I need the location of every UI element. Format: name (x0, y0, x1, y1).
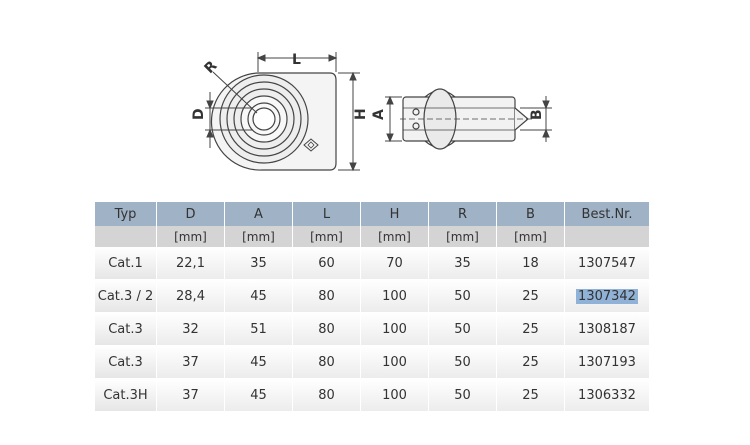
cell-d: 32 (157, 313, 225, 346)
cell-h: 70 (361, 247, 429, 280)
table-row: Cat.1 22,1 35 60 70 35 18 1307547 (95, 247, 649, 280)
unit-cell: [mm] (429, 226, 497, 247)
cell-a: 35 (225, 247, 293, 280)
front-view (210, 71, 337, 171)
cell-r: 50 (429, 313, 497, 346)
table-row: Cat.3 37 45 80 100 50 25 1307193 (95, 346, 649, 379)
unit-cell (95, 226, 157, 247)
table-header-row: Typ D A L H R B Best.Nr. (95, 202, 649, 226)
technical-drawing: R L D H A B (191, 52, 552, 172)
unit-cell: [mm] (361, 226, 429, 247)
cell-l: 60 (293, 247, 361, 280)
table-units-row: [mm] [mm] [mm] [mm] [mm] [mm] (95, 226, 649, 247)
cell-a: 45 (225, 346, 293, 379)
cell-typ: Cat.3H (95, 379, 157, 412)
cell-best-nr[interactable]: 1308187 (565, 313, 649, 346)
cell-typ: Cat.3 (95, 313, 157, 346)
cell-best-nr[interactable]: 1307342 (565, 280, 649, 313)
header-a: A (225, 202, 293, 226)
dimension-a (385, 95, 402, 143)
header-l: L (293, 202, 361, 226)
label-b: B (529, 109, 545, 120)
cell-d: 22,1 (157, 247, 225, 280)
table-row: Cat.3 32 51 80 100 50 25 1308187 (95, 313, 649, 346)
cell-l: 80 (293, 379, 361, 412)
dimension-d (205, 92, 253, 148)
cell-h: 100 (361, 280, 429, 313)
unit-cell (565, 226, 649, 247)
unit-cell: [mm] (225, 226, 293, 247)
cell-r: 50 (429, 280, 497, 313)
cell-l: 80 (293, 313, 361, 346)
cell-l: 80 (293, 280, 361, 313)
label-r: R (202, 58, 221, 77)
cell-b: 25 (497, 346, 565, 379)
header-r: R (429, 202, 497, 226)
dimension-l (256, 52, 338, 72)
cell-typ: Cat.3 (95, 346, 157, 379)
header-best-nr: Best.Nr. (565, 202, 649, 226)
selected-text[interactable]: 1307342 (576, 288, 638, 304)
cell-d: 37 (157, 379, 225, 412)
cell-d: 37 (157, 346, 225, 379)
cell-b: 18 (497, 247, 565, 280)
cell-r: 50 (429, 346, 497, 379)
cell-b: 25 (497, 313, 565, 346)
dimension-h (338, 71, 360, 172)
cell-b: 25 (497, 280, 565, 313)
cell-h: 100 (361, 313, 429, 346)
cell-best-nr[interactable]: 1307193 (565, 346, 649, 379)
cell-h: 100 (361, 346, 429, 379)
cell-typ: Cat.1 (95, 247, 157, 280)
label-a: A (371, 109, 387, 120)
unit-cell: [mm] (293, 226, 361, 247)
cell-best-nr[interactable]: 1306332 (565, 379, 649, 412)
label-l: L (292, 52, 301, 68)
label-h: H (353, 108, 369, 120)
spec-table: Typ D A L H R B Best.Nr. [mm] [mm] [mm] … (95, 202, 649, 412)
cell-b: 25 (497, 379, 565, 412)
header-b: B (497, 202, 565, 226)
cell-a: 51 (225, 313, 293, 346)
dimension-b (520, 96, 552, 142)
side-view (400, 88, 535, 150)
unit-cell: [mm] (497, 226, 565, 247)
header-d: D (157, 202, 225, 226)
cell-a: 45 (225, 280, 293, 313)
cell-best-nr[interactable]: 1307547 (565, 247, 649, 280)
label-d: D (191, 108, 207, 120)
header-typ: Typ (95, 202, 157, 226)
cell-h: 100 (361, 379, 429, 412)
cell-a: 45 (225, 379, 293, 412)
cell-r: 35 (429, 247, 497, 280)
cell-d: 28,4 (157, 280, 225, 313)
table-row: Cat.3 / 2 28,4 45 80 100 50 25 1307342 (95, 280, 649, 313)
cell-l: 80 (293, 346, 361, 379)
header-h: H (361, 202, 429, 226)
unit-cell: [mm] (157, 226, 225, 247)
cell-r: 50 (429, 379, 497, 412)
table-row: Cat.3H 37 45 80 100 50 25 1306332 (95, 379, 649, 412)
cell-typ: Cat.3 / 2 (95, 280, 157, 313)
